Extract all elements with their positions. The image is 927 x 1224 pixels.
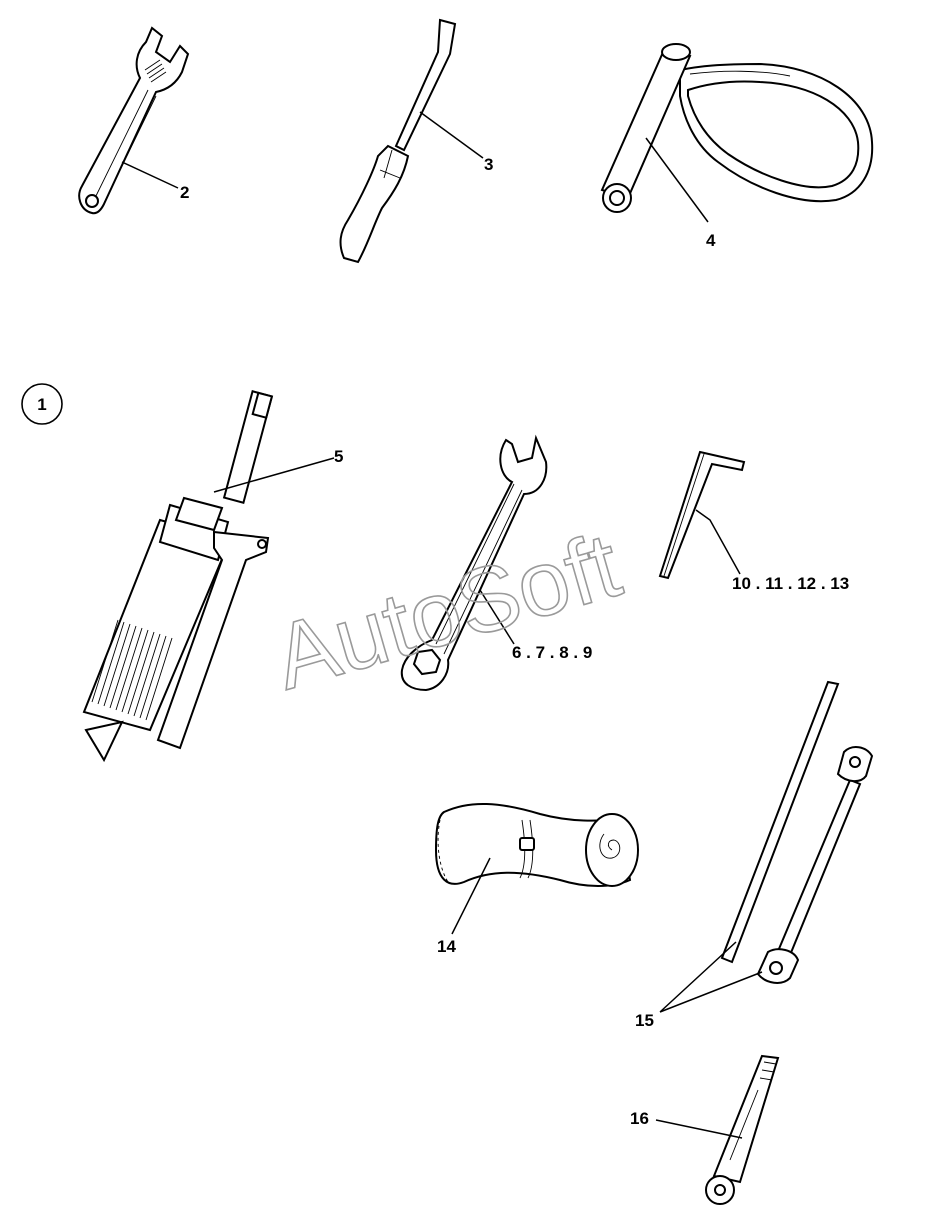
group-label-number: 1 <box>37 395 46 414</box>
screwdriver-icon <box>339 18 484 264</box>
combination-wrench-icon <box>400 434 548 692</box>
grease-gun-icon <box>82 390 335 763</box>
tool-roll-bag-icon <box>434 802 639 935</box>
callout-4: 4 <box>706 231 716 250</box>
watermark: AutoSoft <box>263 514 630 709</box>
strap-wrench-icon <box>600 43 874 223</box>
callout-3: 3 <box>484 155 493 174</box>
callout-16: 16 <box>630 1109 649 1128</box>
tommy-bar-box-spanner-icon <box>659 680 874 1013</box>
callout-2: 2 <box>180 183 189 202</box>
callout-5: 5 <box>334 447 343 466</box>
callout-6-7-8-9: 6 . 7 . 8 . 9 <box>512 643 592 662</box>
callout-14: 14 <box>437 937 456 956</box>
group-label: 1 <box>21 383 63 425</box>
spark-plug-spanner-icon <box>655 1054 780 1205</box>
hex-key-icon <box>658 450 746 580</box>
callout-10-11-12-13: 10 . 11 . 12 . 13 <box>732 574 849 593</box>
adjustable-wrench-icon <box>78 26 190 215</box>
callout-15: 15 <box>635 1011 654 1030</box>
